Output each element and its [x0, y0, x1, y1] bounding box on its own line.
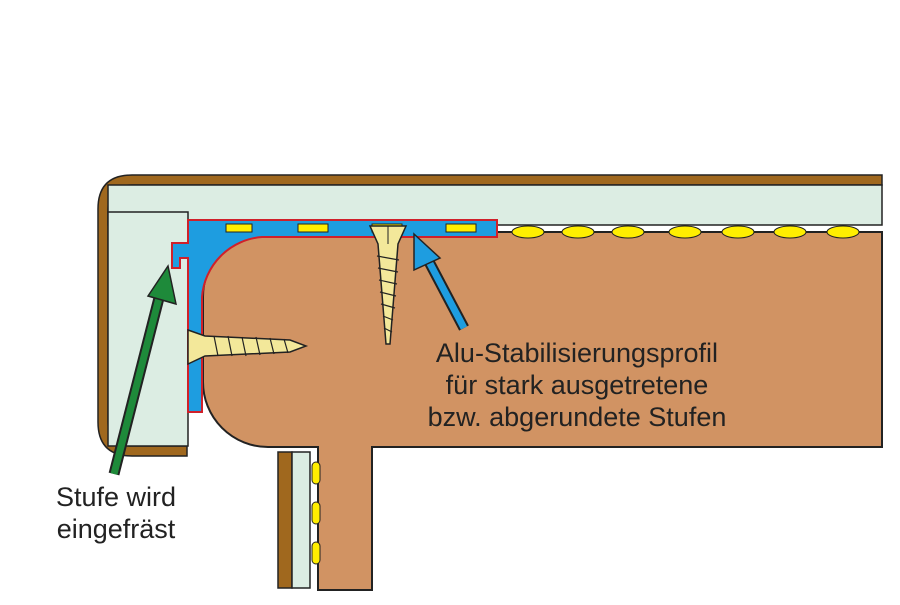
step-label-line-1: Stufe wird: [56, 482, 176, 512]
profile-label-line-3: bzw. abgerundete Stufen: [428, 402, 727, 432]
riser-brown-edge: [277, 451, 293, 589]
screw-horizontal-icon: [187, 328, 309, 366]
profile-label-line-2: für stark ausgetretene: [446, 370, 709, 400]
profile-label-line-1: Alu-Stabilisierungsprofil: [436, 338, 718, 368]
step-label-line-2: eingefräst: [57, 514, 176, 544]
green-arrow-icon: [108, 264, 177, 476]
screw-vertical-icon: [368, 225, 408, 345]
glue-dashes-riser: [311, 461, 321, 565]
riser-cover-board: [291, 451, 311, 589]
cover-top-board: [107, 184, 883, 226]
glue-ovals-top: [511, 225, 860, 239]
blue-arrow-icon: [413, 232, 469, 331]
